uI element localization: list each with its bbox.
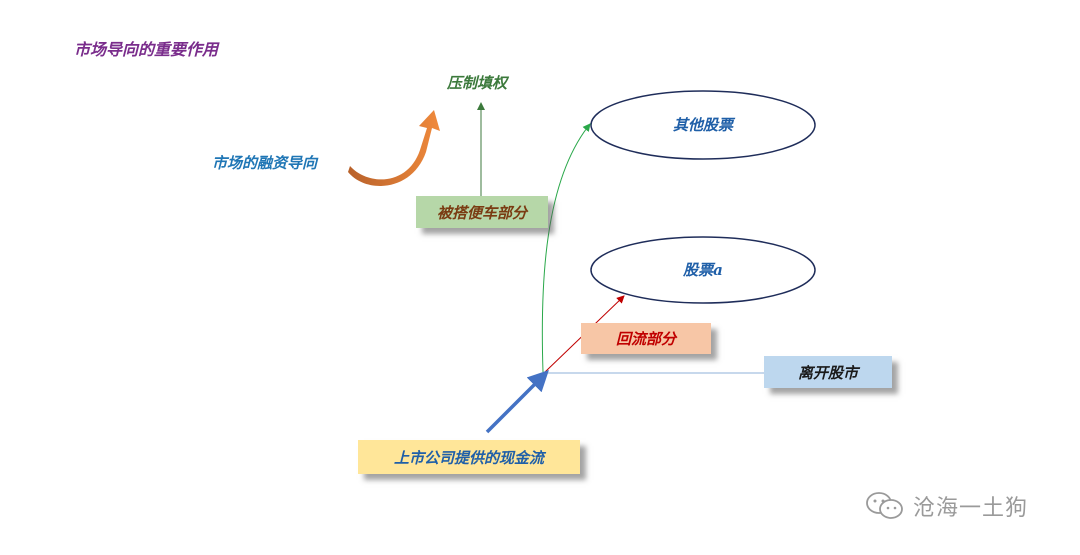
box-cash-flow: 上市公司提供的现金流 — [358, 440, 580, 474]
label-suppress: 压制填权 — [447, 74, 508, 92]
arrow-cash-flow — [485, 370, 549, 434]
arrow-to-other-stocks — [541, 123, 591, 373]
page-title: 市场导向的重要作用 — [74, 40, 219, 59]
label-financing: 市场的融资导向 — [212, 154, 318, 172]
curved-orange-arrow — [348, 110, 440, 186]
label-other-stocks: 其他股票 — [672, 116, 733, 134]
box-free-ride: 被搭便车部分 — [416, 196, 548, 228]
wechat-icon — [866, 492, 903, 519]
box-flow-back: 回流部分 — [581, 323, 711, 354]
ellipse-other-stocks — [590, 90, 816, 160]
box-leave: 离开股市 — [764, 356, 892, 388]
watermark-text: 沧海一土狗 — [913, 496, 1029, 521]
watermark: 沧海一土狗 — [865, 490, 1028, 522]
ellipse-stock-a — [590, 236, 816, 304]
label-stock-a: 股票a — [683, 261, 723, 279]
